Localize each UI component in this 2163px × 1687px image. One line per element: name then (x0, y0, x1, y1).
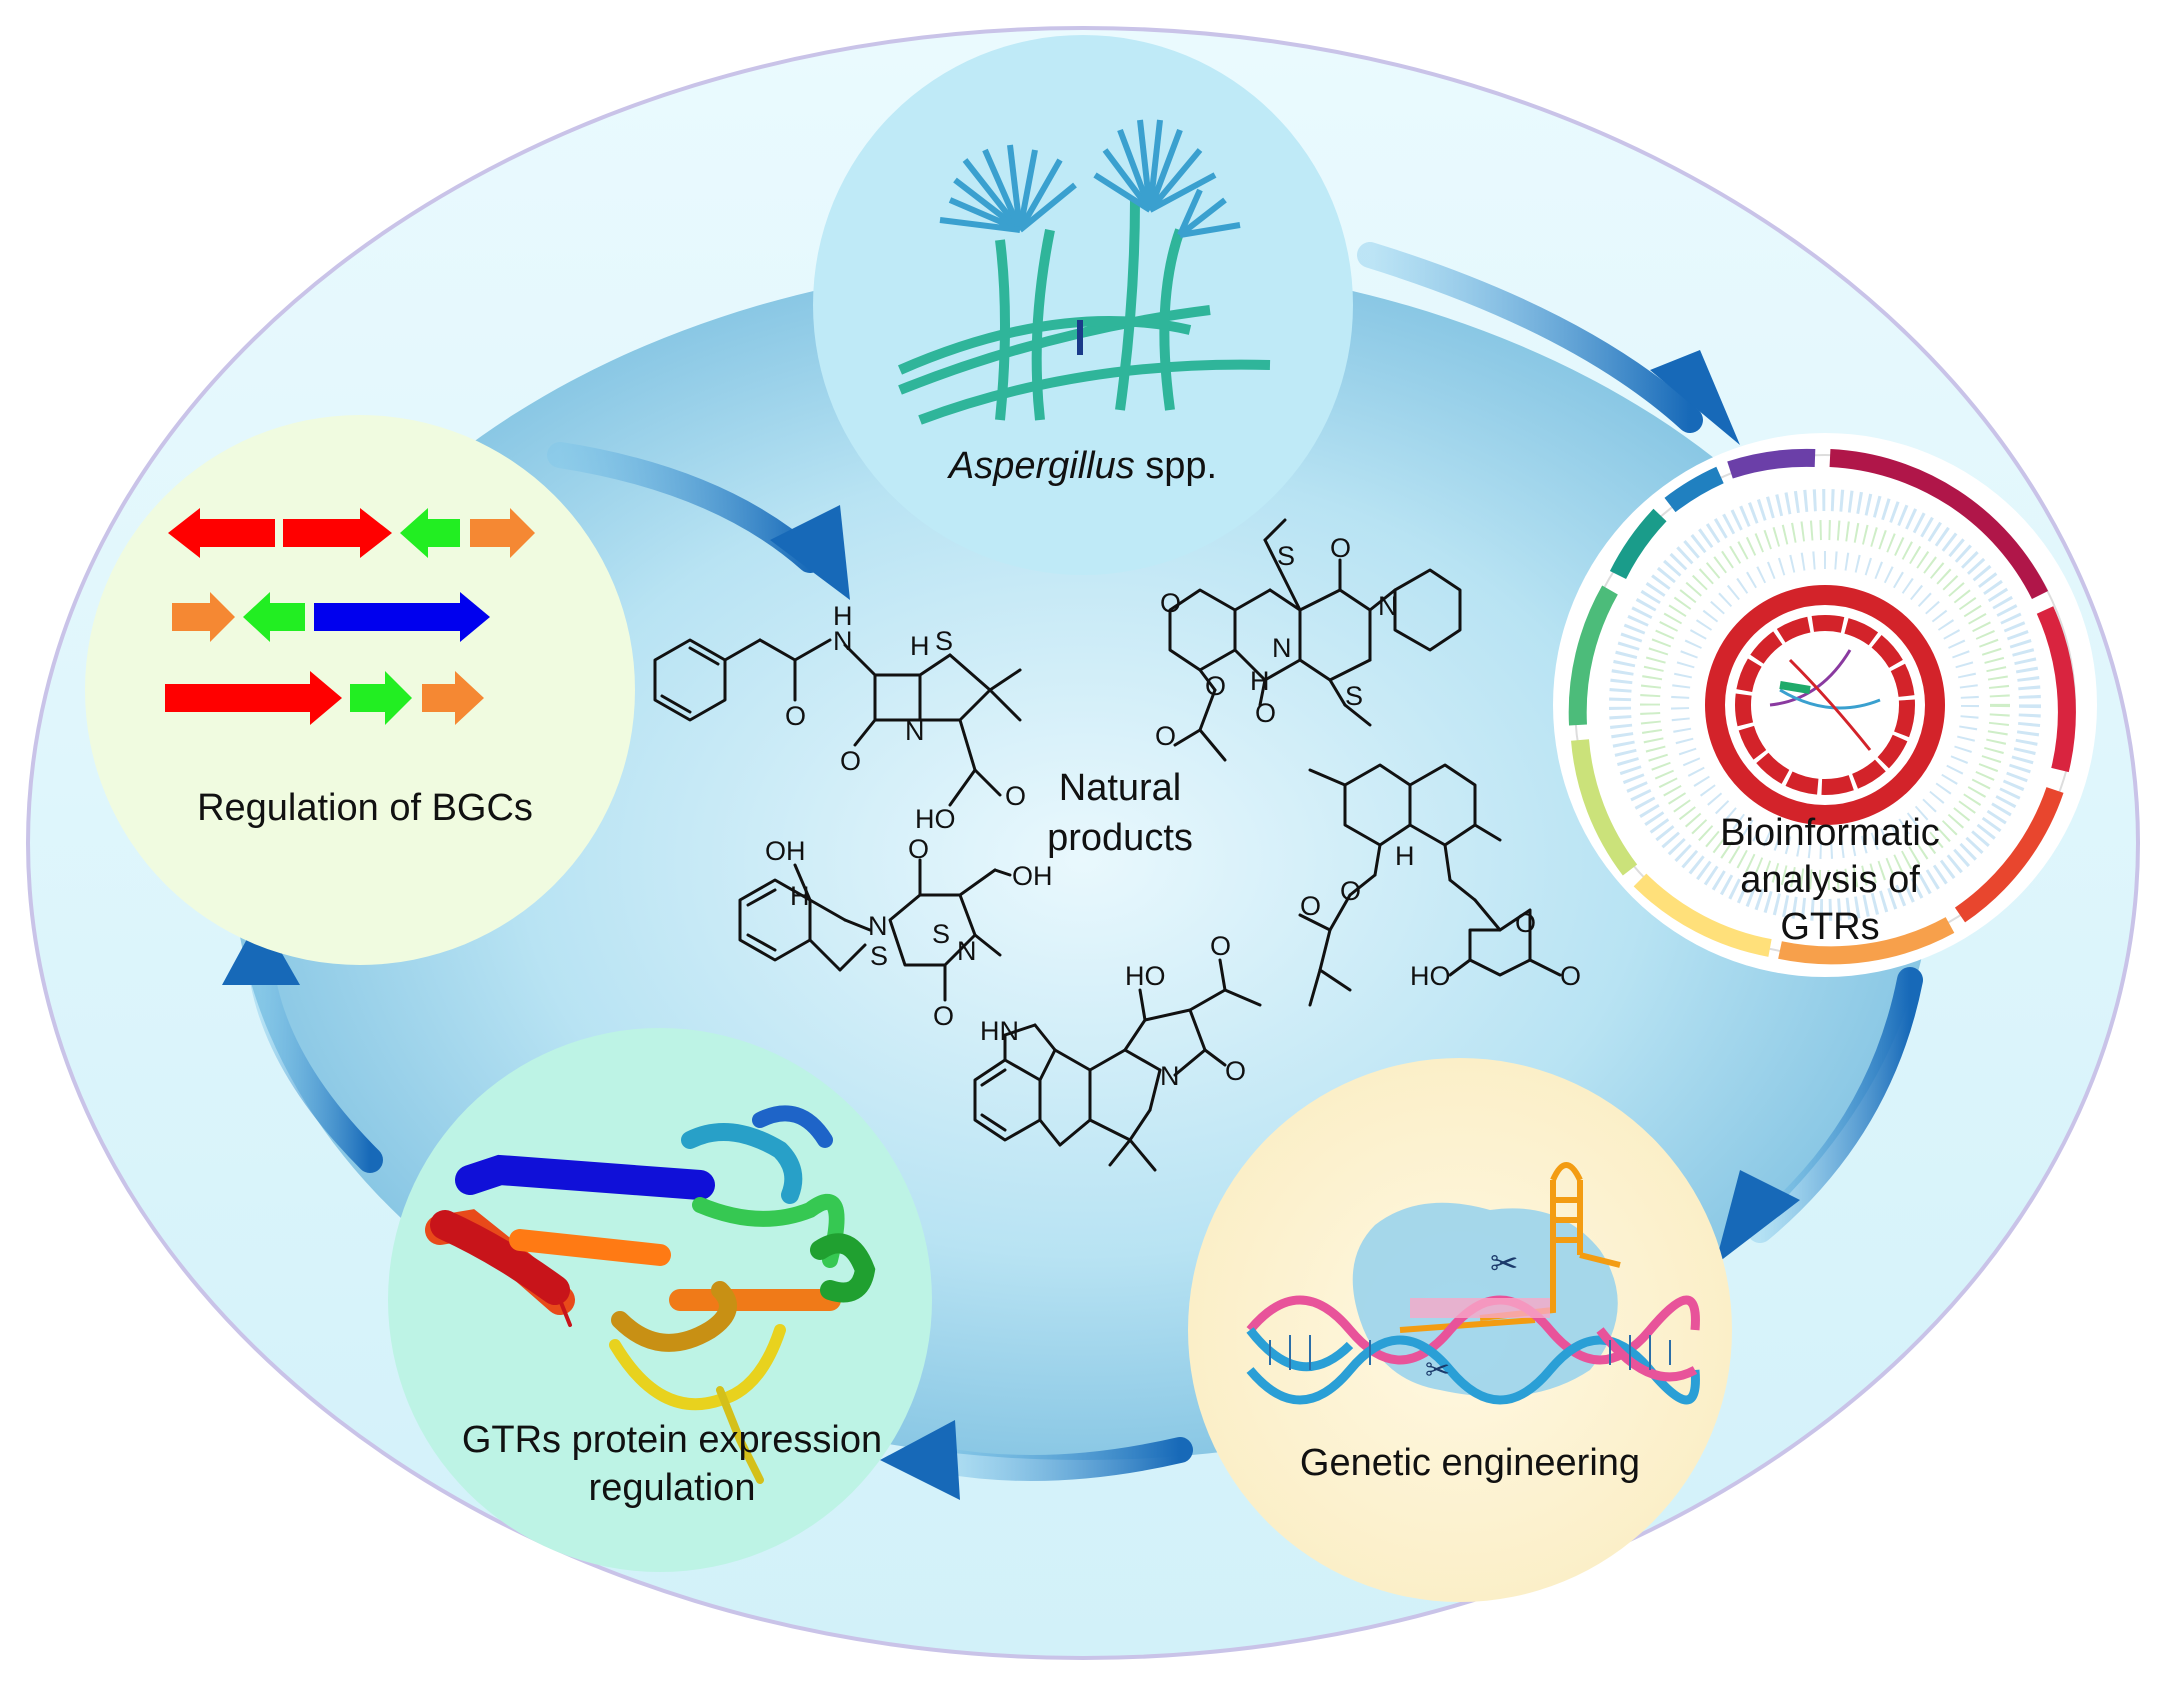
atom-label: S (1345, 681, 1363, 711)
node-bgc-regulation: Regulation of BGCs (85, 415, 635, 965)
gene-cluster-arrows (165, 508, 535, 725)
atom-label: O (1155, 721, 1176, 751)
gene-arrow (165, 671, 342, 725)
atom-label: S (1277, 541, 1295, 571)
atom-label: O (1560, 961, 1581, 991)
atom-label: H (833, 601, 853, 631)
center-natural-products: Natural products N H H S (653, 518, 1581, 1172)
arrowhead-bottom-left (880, 1420, 960, 1500)
atom-label: N (1160, 1061, 1180, 1091)
structure-gliotoxin: OH H N O OH S S N O (738, 834, 1053, 1031)
atom-label: O (1005, 781, 1026, 811)
node-bioinformatics: Bioinformatic analysis of GTRs (1553, 433, 2097, 977)
node-protein-regulation: GTRs protein expression regulation (388, 1028, 932, 1572)
scissors-icon-2: ✂ (1425, 1353, 1450, 1388)
atom-label: H (1250, 666, 1270, 696)
protein-regulation-label-line1: GTRs protein expression (462, 1419, 882, 1461)
atom-label: O (785, 701, 806, 731)
atom-label: S (932, 919, 950, 949)
atom-label: N (868, 911, 888, 941)
structure-indole-alkaloid: HN HO O O N (973, 931, 1262, 1172)
atom-label: O (1340, 876, 1361, 906)
atom-label: HN (980, 1016, 1019, 1046)
atom-label: O (1330, 533, 1351, 563)
natural-products-label-line1: Natural (1059, 767, 1182, 809)
atom-label: HO (915, 804, 956, 834)
atom-label: O (908, 834, 929, 864)
fungus-illustration (897, 119, 1271, 425)
atom-label: H (790, 881, 810, 911)
node-aspergillus-circle (813, 35, 1353, 575)
protein-structure (425, 1105, 876, 1484)
atom-label: HO (1410, 961, 1451, 991)
atom-label: O (1160, 588, 1181, 618)
gene-arrow (400, 508, 460, 558)
atom-label: N (957, 936, 977, 966)
gene-arrow (283, 508, 392, 558)
scissors-icon: ✂ (1490, 1244, 1519, 1284)
gene-arrow (243, 592, 305, 642)
structure-bisdethio: O S O N N H O S O O (1155, 518, 1462, 762)
genetic-engineering-label: Genetic engineering (1300, 1442, 1640, 1484)
bioinformatics-label-line1: Bioinformatic (1720, 812, 1940, 854)
atom-label: H (1395, 841, 1415, 871)
atom-label: O (1225, 1056, 1246, 1086)
atom-label: O (1205, 671, 1226, 701)
atom-label: O (933, 1001, 954, 1031)
atom-label: OH (1012, 861, 1053, 891)
atom-label: S (935, 626, 953, 656)
arrowhead-left-up (222, 915, 300, 985)
atom-label: OH (765, 836, 806, 866)
atom-label: N (1378, 591, 1398, 621)
atom-label: O (1515, 908, 1536, 938)
bioinformatics-label-line3: GTRs (1780, 906, 1879, 948)
atom-label: S (870, 941, 888, 971)
aspergillus-label: Aspergillus spp. (947, 445, 1217, 487)
structure-penicillin: N H H S N O O O HO (653, 601, 1026, 834)
atom-label: N (1272, 633, 1292, 663)
arrowhead-right-down (1715, 1170, 1800, 1265)
atom-label: O (1255, 698, 1276, 728)
cycle-arrows (222, 242, 1923, 1500)
atom-label: N (833, 626, 853, 656)
node-aspergillus: Aspergillus spp. (813, 35, 1353, 575)
node-genetic-engineering: ✂ ✂ Genetic engineering (1188, 1058, 1732, 1602)
atom-label: H (910, 631, 930, 661)
gene-arrow (314, 592, 490, 642)
gene-arrow (470, 508, 535, 558)
gene-arrow (168, 508, 275, 558)
arrowhead-to-center (770, 505, 850, 600)
gene-arrow (422, 671, 484, 725)
protein-regulation-label-line2: regulation (589, 1467, 756, 1509)
atom-label: O (840, 746, 861, 776)
arrow-top-right (1357, 242, 1703, 433)
arrow-bottom-left (927, 1437, 1193, 1481)
bioinformatics-label-line2: analysis of (1740, 859, 1920, 901)
gene-arrow (172, 592, 235, 642)
atom-label: N (905, 716, 925, 746)
bgc-regulation-label: Regulation of BGCs (197, 787, 533, 829)
circos-plot (1568, 448, 2076, 965)
atom-label: O (1300, 891, 1321, 921)
node-bioinformatics-circle (1553, 433, 2097, 977)
atom-label: O (1210, 931, 1231, 961)
arrowhead-top-right (1650, 350, 1740, 445)
atom-label: HO (1125, 961, 1166, 991)
gene-arrow (350, 671, 412, 725)
natural-products-label-line2: products (1047, 817, 1193, 859)
structure-lovastatin: O O H O O HO (1298, 763, 1581, 1007)
crispr-illustration: ✂ ✂ (1246, 1162, 1700, 1405)
